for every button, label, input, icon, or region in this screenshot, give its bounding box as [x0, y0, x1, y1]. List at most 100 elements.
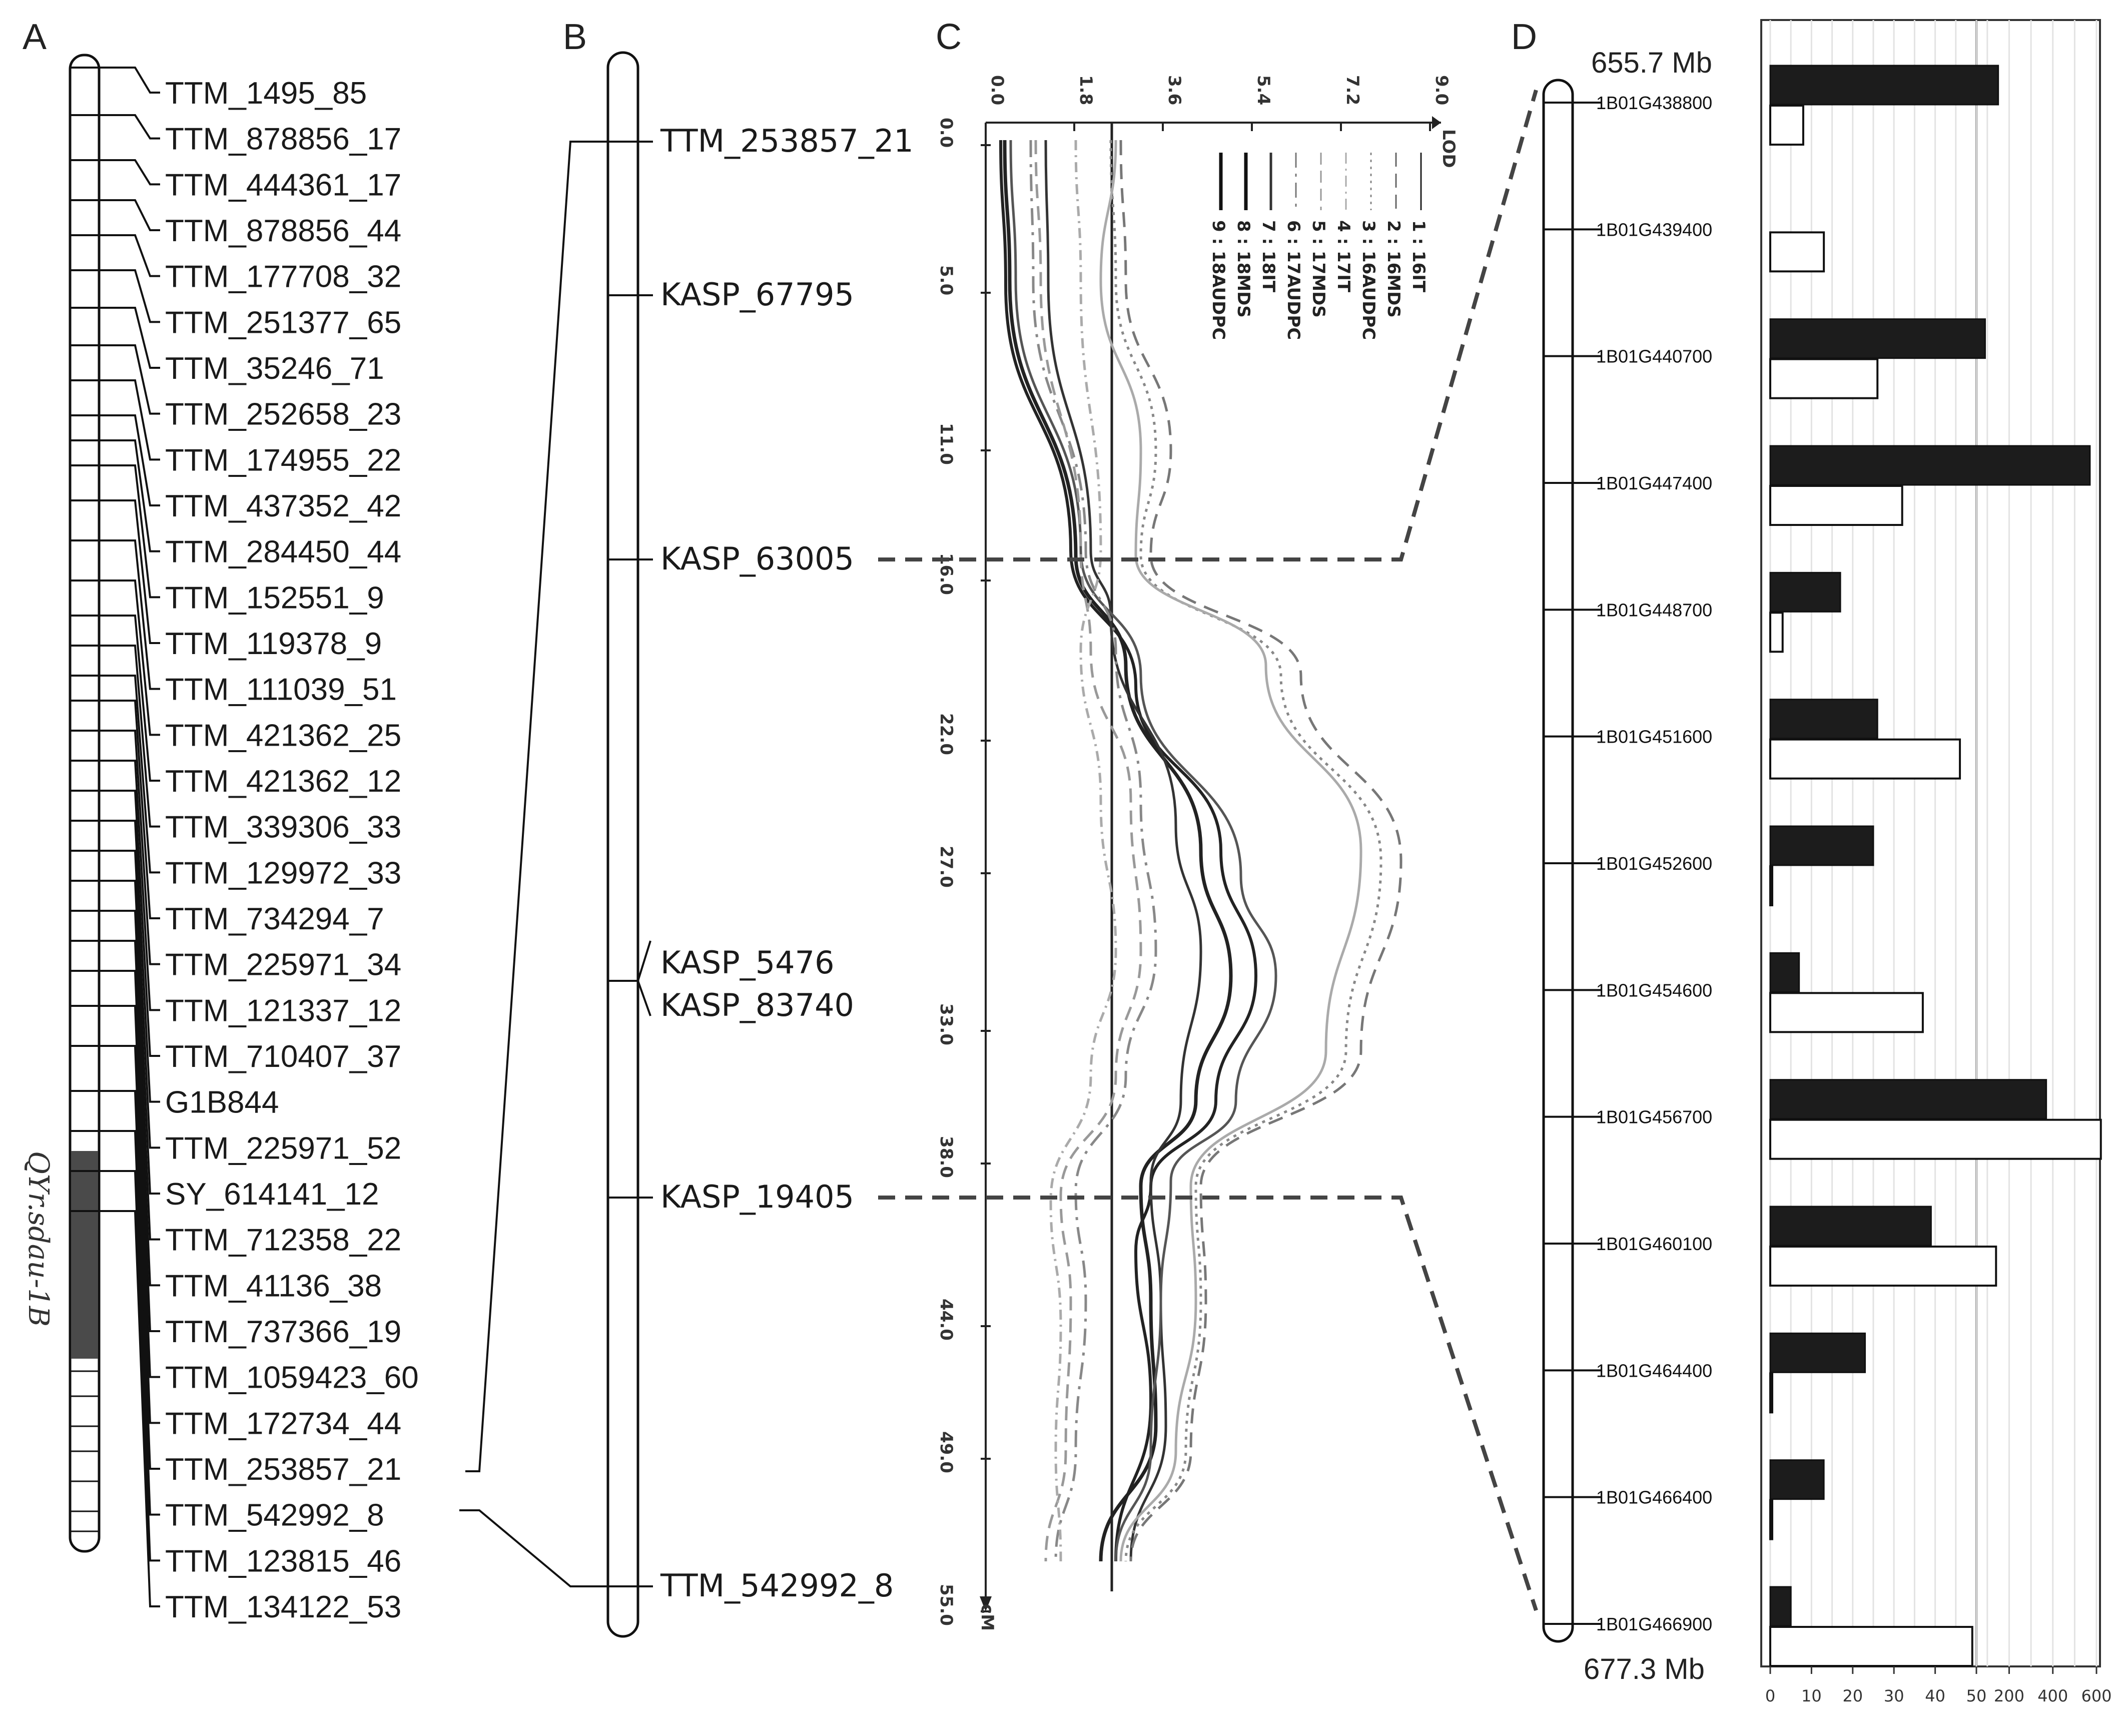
lod-curve — [1034, 140, 1142, 1562]
marker-connector — [99, 820, 160, 1103]
marker-label-a: TTM_737366_19 — [165, 1315, 401, 1349]
chromosome-b — [606, 51, 639, 1638]
marker-connector — [99, 307, 160, 369]
marker-label-a: TTM_437352_42 — [165, 489, 401, 523]
bar-open — [1769, 992, 1924, 1033]
legend-label: 6 : 17AUDPC — [1283, 220, 1303, 340]
lod-tick-label: 9.0 — [1432, 75, 1452, 105]
marker-label-a: TTM_177708_32 — [165, 260, 401, 294]
marker-label-a: TTM_734294_7 — [165, 902, 384, 936]
panel-label-c: C — [936, 17, 962, 57]
bar-filled — [1769, 445, 2091, 486]
legend-label: 5 : 17MDS — [1308, 220, 1328, 318]
marker-connector — [99, 344, 160, 415]
connector-a-b-bottom — [459, 1509, 608, 1587]
marker-tick-b — [608, 980, 651, 1016]
gene-label: 1B01G440700 — [1596, 346, 1712, 367]
cm-tick-label: 22.0 — [936, 713, 956, 755]
lod-tick-label: 7.2 — [1342, 75, 1362, 105]
connector-a-b-top — [465, 141, 608, 1472]
marker-connector — [99, 970, 160, 1332]
cm-tick-label: 38.0 — [936, 1136, 956, 1178]
marker-connector — [99, 414, 160, 506]
marker-label-a: TTM_284450_44 — [165, 535, 401, 569]
marker-connector — [99, 645, 160, 828]
marker-connector — [99, 1130, 160, 1516]
bar-open — [1769, 105, 1804, 146]
cm-tick-label: 33.0 — [936, 1003, 956, 1045]
x-tick-label: 400 — [2037, 1686, 2068, 1705]
bar-open — [1769, 358, 1879, 399]
marker-connector — [99, 675, 160, 874]
dashed-connector-bottom — [878, 1196, 1538, 1611]
marker-connector — [99, 499, 160, 644]
lod-curve — [1003, 140, 1233, 1562]
bar-filled — [1769, 318, 1986, 359]
lod-tick-label: 0.0 — [987, 75, 1007, 105]
marker-connector — [99, 910, 160, 1241]
marker-connector — [99, 539, 160, 690]
marker-label-b: TTM_542992_8 — [660, 1567, 894, 1604]
gene-label: 1B01G466900 — [1596, 1614, 1712, 1634]
marker-label-b: TTM_253857_21 — [660, 123, 914, 159]
marker-connector — [99, 269, 160, 323]
start-position: 655.7 Mb — [1591, 47, 1712, 79]
cm-tick-label: 49.0 — [936, 1431, 956, 1473]
x-tick-label: 40 — [1925, 1686, 1945, 1705]
lod-tick-label: 3.6 — [1164, 75, 1184, 105]
bar-filled — [1769, 65, 1999, 106]
bar-filled — [1769, 1586, 1792, 1627]
marker-label-a: SY_614141_12 — [165, 1177, 379, 1212]
marker-label-a: TTM_35246_71 — [165, 351, 384, 386]
cm-tick-label: 27.0 — [936, 846, 956, 888]
marker-label-a: TTM_123815_46 — [165, 1544, 401, 1578]
gene-chromosome — [1542, 79, 1574, 1643]
marker-connector — [99, 234, 160, 277]
marker-connector — [99, 880, 160, 1195]
marker-connector — [99, 67, 160, 94]
qtl-label: QYr.sdau-1B — [22, 1151, 55, 1327]
marker-connector — [99, 199, 160, 231]
bar-open — [1769, 1118, 2102, 1160]
x-tick-label: 50 — [1966, 1686, 1987, 1705]
x-tick-label: 30 — [1884, 1686, 1904, 1705]
marker-connector — [99, 379, 160, 461]
legend-label: 1 : 16IT — [1408, 220, 1429, 293]
marker-label-a: TTM_174955_22 — [165, 443, 401, 477]
marker-label-a: TTM_134122_53 — [165, 1590, 401, 1624]
x-tick-label: 200 — [1994, 1686, 2024, 1705]
marker-label-a: G1B844 — [165, 1085, 279, 1120]
gene-label: 1B01G447400 — [1596, 473, 1712, 493]
marker-connector — [99, 760, 160, 1011]
marker-label-a: TTM_339306_33 — [165, 810, 401, 845]
marker-label-a: TTM_421362_12 — [165, 764, 401, 799]
x-tick-label: 600 — [2081, 1686, 2111, 1705]
qtl-region — [71, 1151, 98, 1359]
legend-label: 7 : 18IT — [1258, 220, 1278, 293]
lod-curve — [1044, 140, 1202, 1562]
marker-label-a: TTM_41136_38 — [165, 1269, 382, 1303]
x-tick-label: 10 — [1801, 1686, 1822, 1705]
legend-label: 2 : 16MDS — [1383, 220, 1403, 318]
gene-label: 1B01G456700 — [1596, 1107, 1712, 1127]
marker-connector — [99, 1045, 160, 1424]
marker-connector — [99, 615, 160, 782]
bar-filled — [1769, 571, 1841, 613]
lod-curve — [1029, 140, 1157, 1562]
bar-open — [1769, 1626, 1973, 1667]
lod-curve — [999, 140, 1258, 1562]
bar-open — [1769, 231, 1825, 273]
gene-label: 1B01G464400 — [1596, 1360, 1712, 1381]
bar-open — [1769, 1499, 1773, 1540]
marker-connector — [99, 580, 160, 736]
marker-connector — [99, 940, 160, 1287]
gene-label: 1B01G454600 — [1596, 980, 1712, 1000]
cm-tick-label: 44.0 — [936, 1299, 956, 1341]
lod-curve — [1009, 140, 1277, 1562]
lod-curve — [1099, 140, 1362, 1562]
marker-label-a: TTM_129972_33 — [165, 856, 401, 890]
bar-open — [1769, 1246, 1997, 1287]
panel-label-a: A — [23, 17, 47, 57]
